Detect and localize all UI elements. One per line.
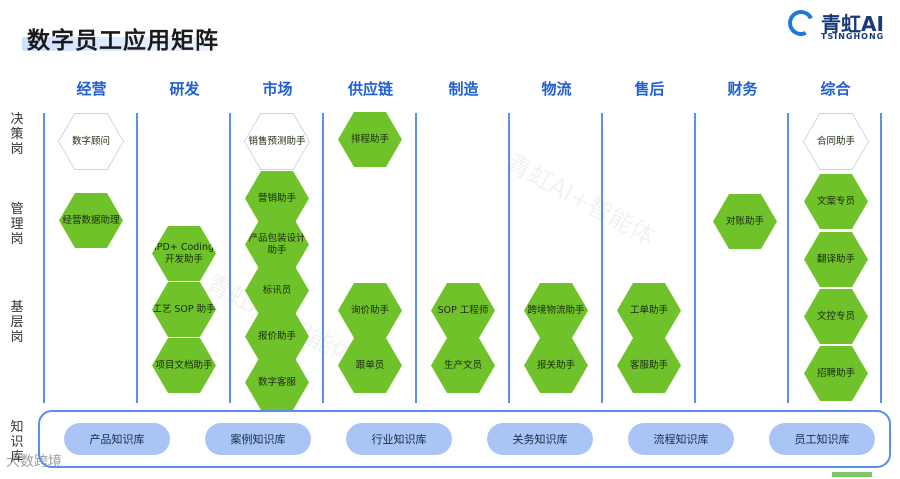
agent-digital-consultant[interactable]: 数字顾问 bbox=[59, 114, 123, 169]
agent-cross-border-logistics-assistant[interactable]: 跨境物流助手 bbox=[524, 283, 588, 338]
agent-ticket-assistant[interactable]: 工单助手 bbox=[617, 283, 681, 338]
column-divider bbox=[880, 113, 882, 403]
corner-mark bbox=[832, 472, 872, 477]
agent-digital-customer-service[interactable]: 数字客服 bbox=[245, 355, 309, 410]
category-caiwu: 财务 bbox=[727, 80, 758, 98]
agent-customs-assistant[interactable]: 报关助手 bbox=[524, 338, 588, 393]
agent-sop-engineer[interactable]: SOP 工程师 bbox=[431, 283, 495, 338]
category-gongyinglian: 供应链 bbox=[347, 80, 393, 98]
logo-subtext: TSINGHONG bbox=[821, 32, 885, 41]
watermark-center: 青虹AI+智能体 bbox=[501, 148, 660, 251]
page-title: 数字员工应用矩阵 bbox=[27, 28, 219, 54]
agent-contract-assistant[interactable]: 合同助手 bbox=[804, 114, 868, 169]
column-divider bbox=[136, 113, 138, 403]
kb-process[interactable]: 流程知识库 bbox=[628, 423, 734, 455]
column-divider bbox=[787, 113, 789, 403]
kb-product[interactable]: 产品知识库 bbox=[64, 423, 170, 455]
category-shouhou: 售后 bbox=[634, 80, 665, 98]
category-zhizao: 制造 bbox=[448, 80, 479, 98]
agent-project-doc-assistant[interactable]: 项目文档助手 bbox=[152, 338, 216, 393]
column-divider bbox=[694, 113, 696, 403]
agent-recruitment-assistant[interactable]: 招聘助手 bbox=[804, 346, 868, 401]
category-zonghe: 综合 bbox=[820, 80, 851, 98]
category-yanfa: 研发 bbox=[169, 80, 200, 98]
agent-scheduling-assistant[interactable]: 排程助手 bbox=[338, 112, 402, 167]
row-label-knowledge: 知识库 bbox=[10, 420, 24, 465]
agent-translation-assistant[interactable]: 翻译助手 bbox=[804, 232, 868, 287]
column-divider bbox=[322, 113, 324, 403]
knowledge-base-band bbox=[38, 410, 891, 468]
row-label-management: 管理岗 bbox=[10, 202, 24, 247]
column-divider bbox=[601, 113, 603, 403]
category-shichang: 市场 bbox=[262, 80, 293, 98]
kb-case[interactable]: 案例知识库 bbox=[205, 423, 311, 455]
category-jingying: 经营 bbox=[76, 80, 107, 98]
agent-inquiry-assistant[interactable]: 询价助手 bbox=[338, 283, 402, 338]
agent-ipd-coding-assistant[interactable]: IPD+ Coding 开发助手 bbox=[152, 226, 216, 281]
kb-industry[interactable]: 行业知识库 bbox=[346, 423, 452, 455]
agent-business-data-assistant[interactable]: 经营数据助理 bbox=[59, 193, 123, 248]
agent-customer-service-assistant[interactable]: 客服助手 bbox=[617, 338, 681, 393]
column-divider bbox=[43, 113, 45, 403]
agent-sales-forecast-assistant[interactable]: 销售预测助手 bbox=[245, 114, 309, 169]
logo-text: 青虹AI bbox=[821, 12, 884, 36]
logo-ring-icon bbox=[784, 6, 818, 40]
column-divider bbox=[229, 113, 231, 403]
brand-logo: 青虹AI TSINGHONG bbox=[784, 6, 892, 42]
column-divider bbox=[415, 113, 417, 403]
agent-reconciliation-assistant[interactable]: 对账助手 bbox=[713, 194, 777, 249]
kb-employee[interactable]: 员工知识库 bbox=[769, 423, 875, 455]
agent-production-clerk[interactable]: 生产文员 bbox=[431, 338, 495, 393]
row-label-base: 基层岗 bbox=[10, 300, 24, 345]
title-underline bbox=[22, 37, 217, 51]
row-label-decision: 决策岗 bbox=[10, 112, 24, 157]
agent-copywriting-specialist[interactable]: 文案专员 bbox=[804, 174, 868, 229]
kb-customs[interactable]: 关务知识库 bbox=[487, 423, 593, 455]
column-divider bbox=[508, 113, 510, 403]
agent-document-control-specialist[interactable]: 文控专员 bbox=[804, 289, 868, 344]
category-wuliu: 物流 bbox=[541, 80, 572, 98]
